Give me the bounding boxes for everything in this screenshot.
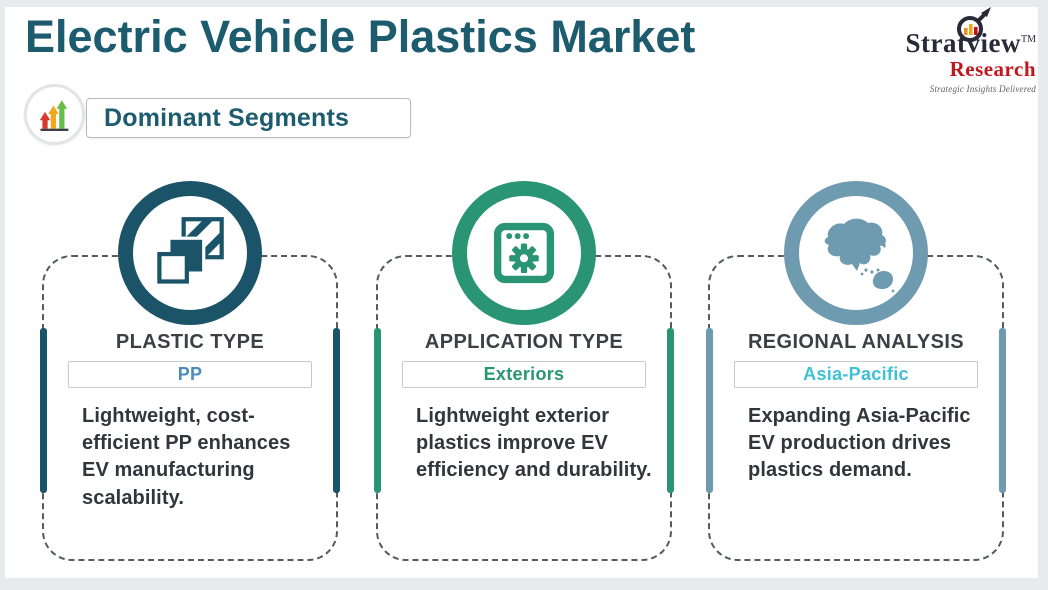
frame-edge-bottom	[0, 578, 1048, 590]
card-value: PP	[177, 364, 203, 384]
section-label-box: Dominant Segments	[86, 98, 411, 138]
card-description: Lightweight, cost-efficient PP enhances …	[82, 405, 291, 509]
card-application-type: APPLICATION TYPE Exteriors Lightweight e…	[374, 181, 674, 561]
logo-tagline: Strategic Insights Delivered	[929, 84, 1036, 94]
accent-bar-right	[667, 328, 674, 493]
icon-circle	[784, 181, 928, 325]
accent-bar-left	[706, 328, 713, 493]
card-value-box: Asia-Pacific	[734, 361, 978, 388]
card-value: Asia-Pacific	[803, 364, 909, 384]
window-gear-icon	[493, 222, 555, 284]
icon-circle	[118, 181, 262, 325]
page-title: Electric Vehicle Plastics Market	[25, 11, 696, 62]
growth-arrows-badge	[24, 84, 85, 145]
frame-edge-left	[0, 0, 5, 590]
card-value-box: Exteriors	[402, 361, 646, 388]
accent-bar-left	[374, 328, 381, 493]
section-label: Dominant Segments	[104, 103, 350, 132]
card-regional-analysis: REGIONAL ANALYSIS Asia-Pacific Expanding…	[706, 181, 1006, 561]
frame-edge-top	[0, 0, 1048, 7]
plastic-sheets-icon	[157, 217, 224, 284]
frame-edge-right	[1038, 0, 1048, 590]
card-value-box: PP	[68, 361, 312, 388]
card-description: Lightweight exterior plastics improve EV…	[416, 405, 652, 482]
card-title: PLASTIC TYPE	[115, 331, 265, 353]
trademark-symbol: TM	[1021, 34, 1036, 45]
card-value: Exteriors	[483, 364, 565, 384]
icon-circle	[452, 181, 596, 325]
card-description: Expanding Asia-Pacific EV production dri…	[748, 405, 971, 482]
accent-bar-left	[40, 328, 47, 493]
asia-pacific-map-icon	[824, 218, 895, 293]
card-plastic-type: PLASTIC TYPE PP Lightweight, cost-effici…	[40, 181, 340, 561]
card-title: REGIONAL ANALYSIS	[747, 331, 965, 353]
accent-bar-right	[999, 328, 1006, 493]
card-title: APPLICATION TYPE	[424, 331, 624, 353]
accent-bar-right	[333, 328, 340, 493]
logo-research: Research	[949, 57, 1036, 81]
stratview-logo: StratviewTM Research Strategic Insights …	[880, 6, 1036, 94]
magnifier-chart-icon	[957, 7, 991, 42]
growth-arrows-icon	[39, 99, 69, 131]
